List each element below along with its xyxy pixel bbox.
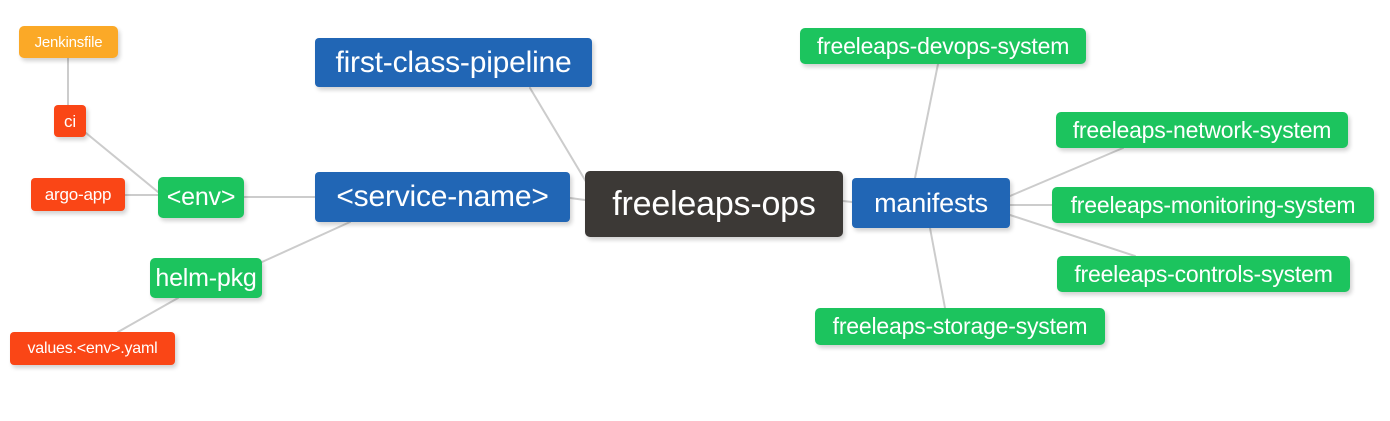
node-label-helm-pkg: helm-pkg [155,263,257,292]
node-freeleaps-devops-system[interactable]: freeleaps-devops-system [800,28,1086,64]
edge-freeleaps-ops-to-service-name [569,197,586,201]
node-label-env: <env> [166,183,236,211]
edge-freeleaps-ops-to-first-class-pipeline [529,87,589,186]
node-service-name[interactable]: <service-name> [315,172,570,222]
node-label-freeleaps-ops: freeleaps-ops [612,185,816,223]
node-label-jenkinsfile: Jenkinsfile [34,33,103,51]
node-values-env-yaml[interactable]: values.<env>.yaml [10,332,175,365]
edge-service-name-to-helm-pkg [261,221,351,263]
node-freeleaps-monitoring-system[interactable]: freeleaps-monitoring-system [1052,187,1374,223]
edge-manifests-to-freeleaps-devops-system [914,63,939,179]
node-label-freeleaps-devops-system: freeleaps-devops-system [816,32,1070,59]
node-freeleaps-storage-system[interactable]: freeleaps-storage-system [815,308,1105,345]
node-jenkinsfile[interactable]: Jenkinsfile [19,26,118,58]
node-label-manifests: manifests [874,187,988,218]
node-label-ci: ci [64,111,76,131]
node-freeleaps-controls-system[interactable]: freeleaps-controls-system [1057,256,1350,292]
node-label-service-name: <service-name> [336,180,549,213]
node-manifests[interactable]: manifests [852,178,1010,228]
node-argo-app[interactable]: argo-app [31,178,125,211]
edge-freeleaps-ops-to-manifests [842,200,853,203]
node-first-class-pipeline[interactable]: first-class-pipeline [315,38,592,87]
node-label-freeleaps-network-system: freeleaps-network-system [1072,116,1332,143]
node-helm-pkg[interactable]: helm-pkg [150,258,262,298]
node-label-freeleaps-storage-system: freeleaps-storage-system [832,313,1088,339]
node-env[interactable]: <env> [158,177,244,218]
node-freeleaps-network-system[interactable]: freeleaps-network-system [1056,112,1348,148]
edge-helm-pkg-to-values-env-yaml [117,297,179,333]
node-freeleaps-ops[interactable]: freeleaps-ops [585,171,843,237]
node-ci[interactable]: ci [54,105,86,137]
node-label-values-env-yaml: values.<env>.yaml [27,339,158,357]
edge-manifests-to-freeleaps-storage-system [929,227,946,309]
node-label-argo-app: argo-app [44,185,112,204]
node-label-freeleaps-monitoring-system: freeleaps-monitoring-system [1070,191,1356,218]
node-label-freeleaps-controls-system: freeleaps-controls-system [1074,260,1333,287]
node-label-first-class-pipeline: first-class-pipeline [335,45,572,79]
